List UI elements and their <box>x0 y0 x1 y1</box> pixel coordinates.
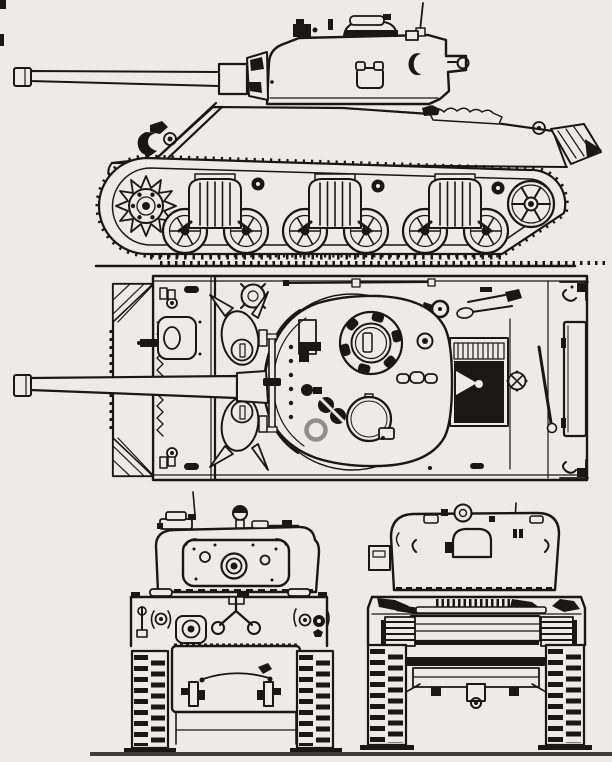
tow-eye <box>181 681 281 707</box>
grab-handle <box>409 371 425 384</box>
antenna-side <box>419 2 424 32</box>
rear-view <box>360 502 592 750</box>
scan-speck <box>0 34 4 46</box>
gun-barrel-top <box>28 374 239 400</box>
top-view <box>13 274 589 482</box>
bow-mg-mount <box>157 316 197 360</box>
codriver-hatch <box>209 396 269 471</box>
cupola-hatch-lid <box>349 15 385 26</box>
crescent-mark <box>408 53 422 76</box>
bow-corner-hatch <box>112 283 154 477</box>
headlight-side <box>163 132 177 146</box>
grab-handle <box>424 373 438 384</box>
gray-ring <box>304 418 328 442</box>
travel-lock-side <box>137 101 224 163</box>
coax-mg-port <box>199 551 211 563</box>
travel-lock-front <box>211 596 261 635</box>
track-tension-bracket <box>381 616 577 647</box>
deck-stowage <box>429 107 503 125</box>
bow-fittings <box>137 286 202 470</box>
track-front-left <box>124 649 176 753</box>
turret-front <box>154 505 321 594</box>
horn <box>301 384 313 396</box>
side-view <box>13 2 602 260</box>
mg-ring-rear <box>453 503 473 523</box>
exhaust-deflector-rear <box>401 614 549 645</box>
hull-front <box>129 588 330 745</box>
drive-sprocket <box>115 175 177 237</box>
driver-hatch <box>209 291 269 366</box>
commander-cupola-top <box>338 310 404 376</box>
vane-sight <box>405 30 419 41</box>
track-rear-left <box>360 643 414 750</box>
pistol-port <box>356 67 384 89</box>
turret-top <box>261 294 454 468</box>
lifting-ring-rear <box>411 539 550 553</box>
spotlight-bracket <box>368 545 391 571</box>
tow-cable <box>202 672 270 680</box>
periscope-box <box>293 24 311 37</box>
loader-hatch <box>345 393 395 443</box>
bottom-border-line <box>90 752 612 756</box>
stowage-box <box>562 320 588 438</box>
turret-rear <box>368 503 561 592</box>
hull-rear <box>366 595 587 709</box>
gun-mantlet-front <box>181 538 291 588</box>
bow-mg-barrel <box>140 339 158 347</box>
gun-side <box>13 51 269 101</box>
gun-mantlet-side <box>217 62 249 96</box>
muzzle-brake-top <box>13 374 32 397</box>
sight-port <box>259 554 271 566</box>
headlight-front <box>154 612 168 626</box>
rear-corner-bracket <box>559 281 589 479</box>
muzzle-brake-side <box>13 67 32 87</box>
engine-grille <box>449 337 509 427</box>
headlight-front <box>298 613 312 627</box>
engine-deck <box>283 278 589 479</box>
pry-bar <box>537 345 553 425</box>
axe-head <box>505 289 522 302</box>
periscope-hood <box>149 588 173 597</box>
turret-side <box>265 2 470 106</box>
turret-vent-cover <box>451 527 493 559</box>
filler-cap-spinner <box>506 370 528 392</box>
grab-handle <box>396 373 410 384</box>
ventilator-dome <box>240 283 266 309</box>
scan-speck <box>0 0 6 9</box>
rear-deck-ring <box>532 121 546 135</box>
periscope-hood <box>287 588 311 597</box>
shovel-handle <box>471 305 513 313</box>
track-front-right <box>290 649 342 753</box>
suspension-side <box>95 154 569 260</box>
gun-barrel-side <box>29 70 220 87</box>
lifting-ring <box>456 56 470 70</box>
antenna-front <box>192 491 196 516</box>
gun-muzzle-front <box>220 552 248 580</box>
front-view <box>124 491 342 753</box>
idler-wheel <box>506 179 556 229</box>
gun-top <box>13 333 281 433</box>
shovel-blade <box>456 307 474 319</box>
periscope-top <box>416 332 434 350</box>
track-rear-right <box>538 643 592 750</box>
